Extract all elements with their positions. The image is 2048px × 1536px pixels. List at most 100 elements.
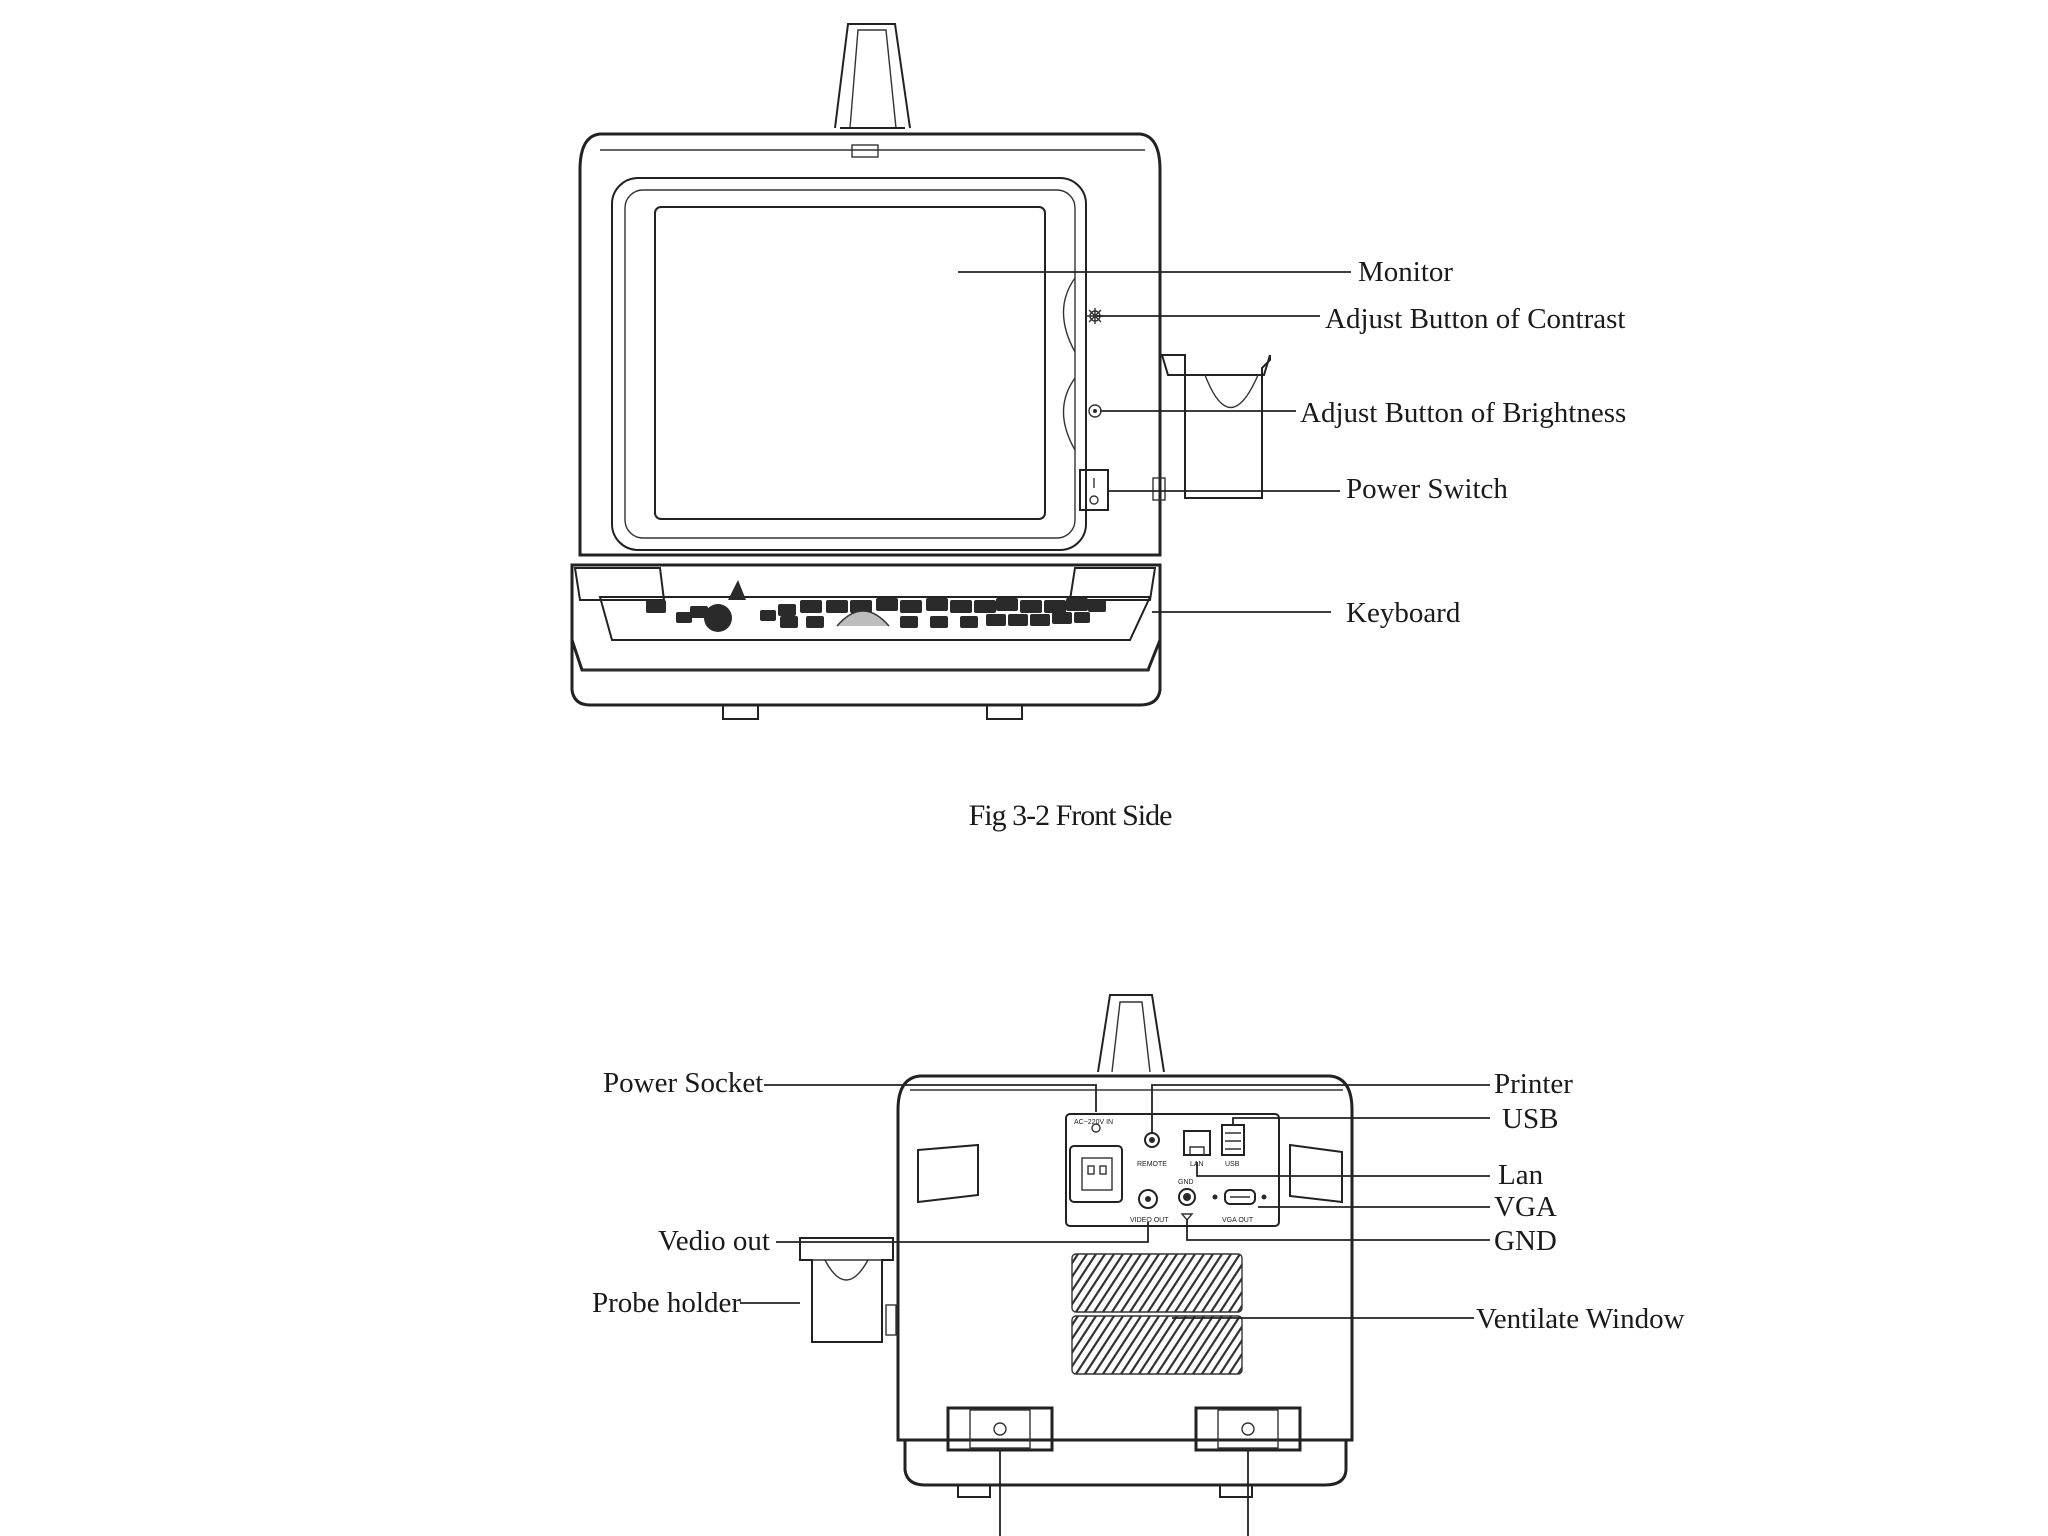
callout-printer: Printer xyxy=(1494,1068,1573,1100)
vent-slat xyxy=(1192,1316,1232,1374)
callout-lan: Lan xyxy=(1498,1159,1544,1191)
vent-slat xyxy=(1072,1254,1088,1279)
keyboard-key xyxy=(806,616,824,628)
callout-usb: USB xyxy=(1502,1103,1558,1135)
lan-port[interactable] xyxy=(1183,1130,1211,1156)
vent-slat xyxy=(1174,1316,1214,1374)
keyboard-key xyxy=(1008,614,1028,626)
keyboard-key xyxy=(778,604,796,616)
front-leaders xyxy=(958,271,1351,613)
power-switch[interactable] xyxy=(1079,469,1109,511)
callout-vga: VGA xyxy=(1494,1191,1557,1223)
keyboard-key xyxy=(760,610,776,621)
vent-slat xyxy=(1138,1254,1178,1312)
vent-slat xyxy=(1093,1254,1133,1312)
vent-slat xyxy=(1120,1254,1160,1312)
vent-slat xyxy=(1247,1254,1285,1312)
keyboard-key xyxy=(926,598,948,611)
keyboard-key xyxy=(1030,614,1050,626)
back-leaders xyxy=(740,1084,1490,1319)
panel-label-vga-out: VGA OUT xyxy=(1222,1217,1254,1224)
vent-slat xyxy=(1228,1352,1242,1374)
front-view: Monitor Adjust Button of Contrast Adjust… xyxy=(570,23,1626,832)
callout-gnd: GND xyxy=(1494,1225,1557,1257)
probe-connector-2 xyxy=(1194,1406,1302,1452)
vent-slat xyxy=(1102,1316,1142,1374)
callout-keyboard: Keyboard xyxy=(1346,597,1461,629)
probe-holder-back xyxy=(799,1237,897,1343)
carry-handle xyxy=(834,23,911,158)
keyboard-key xyxy=(960,616,978,628)
vent-slat xyxy=(1156,1254,1196,1312)
probe-connector-1 xyxy=(946,1406,1054,1452)
callout-brightness: Adjust Button of Brightness xyxy=(1300,397,1626,429)
vent-slat xyxy=(1072,1316,1097,1355)
keyboard-key xyxy=(826,600,848,613)
keyboard-key xyxy=(900,600,922,613)
keyboard-key xyxy=(676,612,692,623)
back-handle xyxy=(1097,994,1165,1073)
panel-label-remote: REMOTE xyxy=(1137,1161,1167,1168)
vent-slat xyxy=(1084,1254,1124,1312)
vent-slat xyxy=(1192,1254,1232,1312)
keyboard-key xyxy=(800,600,822,613)
vent-slat xyxy=(1111,1316,1151,1374)
callout-power-switch: Power Switch xyxy=(1346,473,1508,505)
keyboard-key xyxy=(1052,612,1072,624)
back-body: AC~220V IN REMOTE LAN USB xyxy=(896,1074,1354,1536)
usb-ports[interactable] xyxy=(1221,1124,1245,1156)
vent-slat xyxy=(1138,1316,1178,1374)
front-body xyxy=(578,132,1162,557)
keyboard-key xyxy=(876,598,898,611)
vent-slat xyxy=(1237,1303,1242,1312)
brightness-button[interactable] xyxy=(1088,404,1102,418)
vent-slat xyxy=(1237,1365,1242,1374)
vent-slat xyxy=(1165,1254,1205,1312)
power-socket[interactable] xyxy=(1069,1123,1123,1203)
video-out-port[interactable] xyxy=(1138,1189,1158,1209)
vent-slat xyxy=(1201,1254,1241,1312)
keyboard-key xyxy=(646,600,666,613)
vent-slat xyxy=(1228,1290,1242,1312)
vga-port[interactable] xyxy=(1212,1189,1267,1205)
printer-port[interactable] xyxy=(1144,1132,1160,1148)
vent-slat xyxy=(1075,1254,1115,1312)
vent-slat xyxy=(1256,1254,1294,1312)
connector-panel xyxy=(1065,1113,1280,1227)
vent-slat xyxy=(1210,1262,1242,1312)
keyboard-key xyxy=(780,616,798,628)
vent-slat xyxy=(1147,1316,1187,1374)
panel-label-gnd: GND xyxy=(1178,1179,1194,1186)
vent-slat xyxy=(1129,1254,1169,1312)
callout-power-socket: Power Socket xyxy=(603,1067,763,1099)
vent-slat xyxy=(1201,1316,1241,1374)
ventilate-window xyxy=(1071,1253,1294,1375)
vent-slat xyxy=(1156,1316,1196,1374)
back-view: AC~220V IN REMOTE LAN USB xyxy=(592,994,1685,1536)
vent-slat xyxy=(1183,1316,1223,1374)
callout-contrast: Adjust Button of Contrast xyxy=(1325,303,1625,335)
keyboard-key xyxy=(930,616,948,628)
keyboard-key xyxy=(900,616,918,628)
keyboard-key xyxy=(850,600,872,613)
vent-slat xyxy=(1084,1316,1124,1374)
panel-label-video-out: VIDEO OUT xyxy=(1130,1217,1169,1224)
rotary-knob xyxy=(704,580,746,632)
vent-slat xyxy=(1111,1254,1151,1312)
keyboard-key xyxy=(1020,600,1042,613)
keyboard-key xyxy=(1066,598,1088,611)
vent-slat xyxy=(1072,1316,1088,1341)
callout-ventilate-window: Ventilate Window xyxy=(1476,1303,1685,1335)
keyboard xyxy=(570,563,1162,720)
vent-slat xyxy=(1256,1316,1294,1374)
keyboard-key xyxy=(1088,600,1106,612)
keyboard-key xyxy=(1074,612,1090,623)
callout-monitor: Monitor xyxy=(1358,256,1453,288)
vent-slat xyxy=(1165,1316,1205,1374)
keyboard-key xyxy=(996,598,1018,611)
vent-slat xyxy=(1072,1254,1097,1293)
figure-caption: Fig 3-2 Front Side xyxy=(969,799,1173,832)
vent-slat xyxy=(1210,1324,1242,1374)
gnd-terminal[interactable] xyxy=(1178,1188,1196,1222)
